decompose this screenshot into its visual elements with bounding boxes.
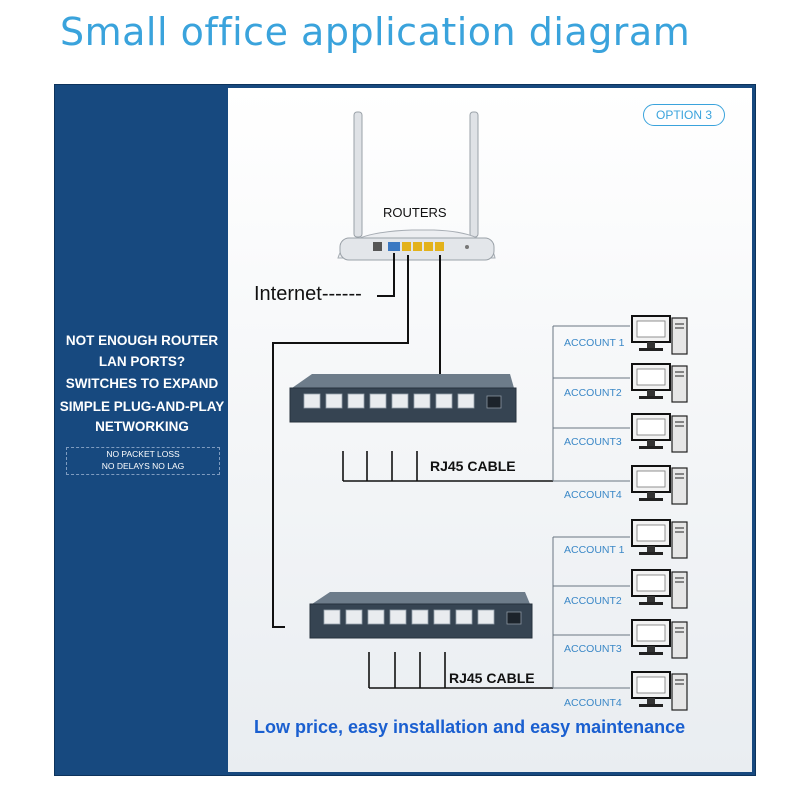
switch-2 xyxy=(309,592,533,639)
computer-icon xyxy=(631,363,688,403)
router-antenna-right xyxy=(469,111,479,238)
switch-2-rj45-lines xyxy=(368,652,553,689)
account-label-top-2: ACCOUNT2 xyxy=(564,387,622,399)
account-label-bottom-4: ACCOUNT4 xyxy=(564,697,622,709)
router-label: ROUTERS xyxy=(383,205,447,220)
footer-tagline: Low price, easy installation and easy ma… xyxy=(254,717,686,737)
rj45-cable-label-2: RJ45 CABLE xyxy=(449,670,535,686)
account-label-top-1: ACCOUNT 1 xyxy=(564,337,625,349)
internet-label: Internet------ xyxy=(254,283,362,305)
account-branches-bottom xyxy=(552,536,630,689)
account-label-bottom-2: ACCOUNT2 xyxy=(564,595,622,607)
switch-1-rj45-lines xyxy=(342,451,553,482)
left-heading-line-2: LAN PORTS? xyxy=(98,354,186,369)
left-heading-line-1: NOT ENOUGH ROUTER xyxy=(65,333,219,348)
feature-notes-box: NO PACKET LOSS NO DELAYS NO LAG xyxy=(66,447,220,475)
diagram-title: Small office application diagram xyxy=(60,10,691,54)
note-no-delays: NO DELAYS NO LAG xyxy=(101,461,185,471)
router-antenna-left xyxy=(353,111,363,238)
account-label-top-3: ACCOUNT3 xyxy=(564,436,622,448)
note-no-packet-loss: NO PACKET LOSS xyxy=(106,449,180,459)
account-label-top-4: ACCOUNT4 xyxy=(564,489,622,501)
router-cables xyxy=(272,253,441,628)
router-device xyxy=(337,229,496,261)
switch-1 xyxy=(289,374,517,423)
left-heading-line-3: SWITCHES TO EXPAND xyxy=(65,376,219,391)
left-heading-line-4: SIMPLE PLUG-AND-PLAY xyxy=(59,399,225,414)
account-branches-top xyxy=(552,325,630,482)
option-badge: OPTION 3 xyxy=(643,104,725,126)
rj45-cable-label-1: RJ45 CABLE xyxy=(430,458,516,474)
left-heading-line-5: NETWORKING xyxy=(95,419,189,434)
computer-icon xyxy=(631,465,688,505)
computer-icon xyxy=(631,569,688,609)
account-label-bottom-1: ACCOUNT 1 xyxy=(564,544,625,556)
computer-icon xyxy=(631,315,688,355)
computer-icon xyxy=(631,519,688,559)
account-label-bottom-3: ACCOUNT3 xyxy=(564,643,622,655)
computer-icon xyxy=(631,671,688,711)
computer-icon xyxy=(631,413,688,453)
computer-icon xyxy=(631,619,688,659)
